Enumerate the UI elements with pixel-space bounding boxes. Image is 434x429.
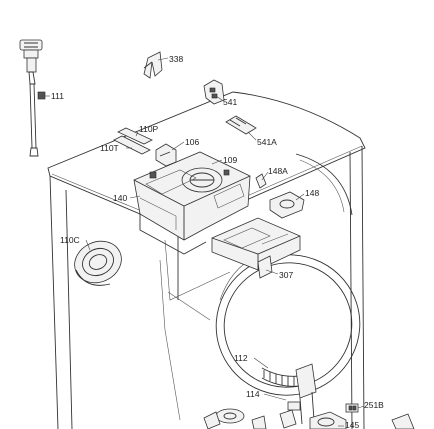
label-140: 140 xyxy=(113,193,127,203)
cover-148 xyxy=(269,191,305,219)
clip-251b xyxy=(345,403,359,413)
inlet-hose-111 xyxy=(19,39,46,157)
pump-145 xyxy=(309,411,347,429)
label-148a: 148A xyxy=(268,166,288,176)
bracket-541 xyxy=(203,79,225,105)
strip-541a xyxy=(225,115,257,135)
leader-lines xyxy=(38,57,365,427)
label-338: 338 xyxy=(169,54,183,64)
clip-338 xyxy=(143,51,163,79)
drain-hose-112-114 xyxy=(261,363,317,425)
label-145: 145 xyxy=(345,420,359,429)
label-110t: 110T xyxy=(100,143,119,153)
label-106: 106 xyxy=(185,137,199,147)
label-114: 114 xyxy=(246,389,260,399)
detergent-drawer-307 xyxy=(211,217,301,279)
label-148: 148 xyxy=(305,188,319,198)
label-110c: 110C xyxy=(60,235,80,245)
label-111: 111 xyxy=(51,91,64,101)
label-307: 307 xyxy=(279,270,293,280)
bottom-parts xyxy=(203,408,415,429)
dispenser-housing-109-140 xyxy=(133,151,251,255)
callout-labels: 111 338 541 541A 110P 110T 106 109 148A … xyxy=(51,54,384,429)
door-seal-110c xyxy=(74,240,122,286)
label-541a: 541A xyxy=(257,137,277,147)
part-148a xyxy=(255,173,267,189)
valve-106 xyxy=(155,143,177,167)
label-251b: 251B xyxy=(364,400,384,410)
label-541: 541 xyxy=(223,97,237,107)
label-109: 109 xyxy=(223,155,237,165)
label-110p: 110P xyxy=(139,124,159,134)
label-112: 112 xyxy=(234,353,248,363)
tubes-110p-110t xyxy=(113,127,153,155)
